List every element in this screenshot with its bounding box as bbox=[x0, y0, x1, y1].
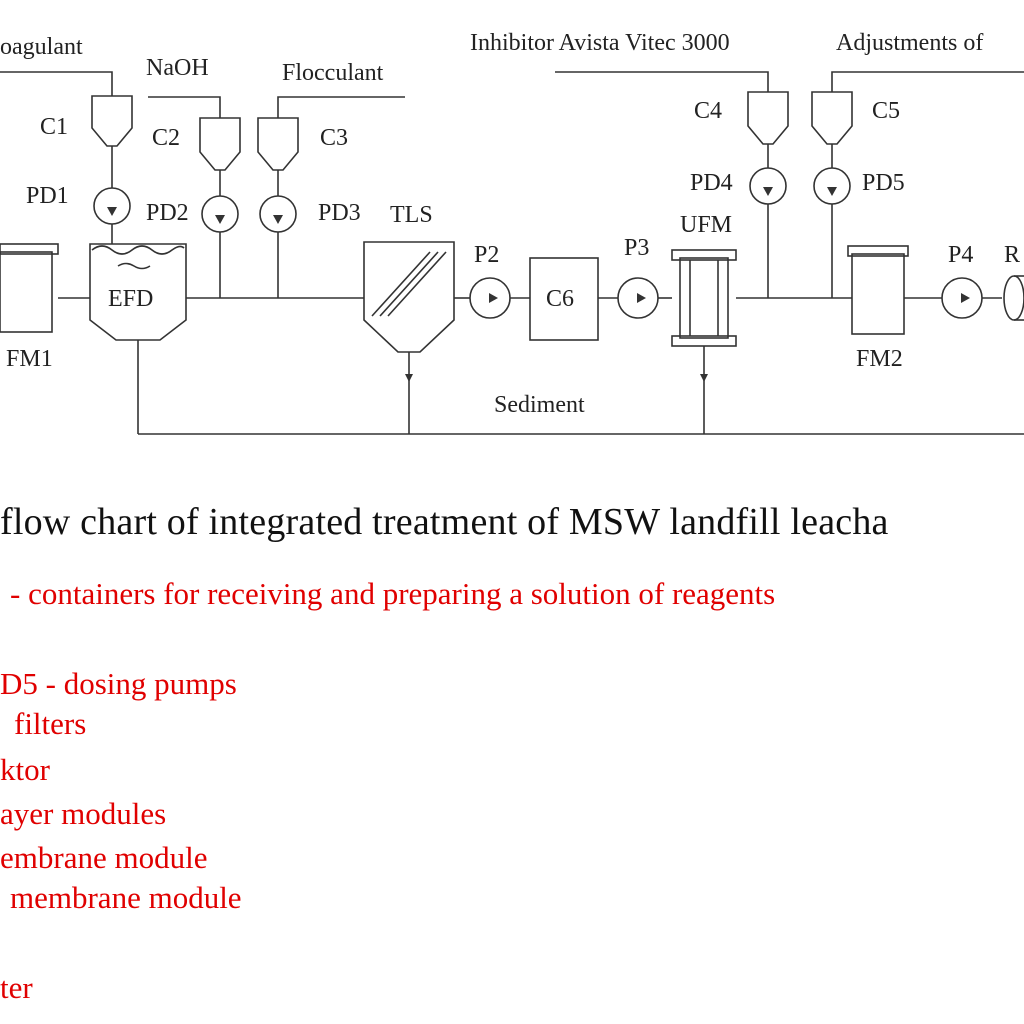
filter-fm2-cap bbox=[847, 245, 909, 257]
adjustments-supply-line bbox=[831, 71, 1024, 92]
label-p3: P3 bbox=[624, 235, 649, 261]
efd-liquid-surface bbox=[91, 245, 185, 255]
tls-plate-3 bbox=[387, 251, 447, 317]
label-fm1: FM1 bbox=[6, 346, 53, 372]
legend-item-reactor: ktor bbox=[0, 752, 50, 787]
legend-item-containers: - containers for receiving and preparing… bbox=[10, 576, 776, 611]
dosing-pump-pd2 bbox=[201, 195, 239, 233]
container-c5 bbox=[811, 91, 853, 145]
settler-tls bbox=[363, 241, 455, 353]
process-flow-diagram: oagulant NaOH Flocculant Inhibitor Avist… bbox=[0, 30, 1024, 435]
tls-plate-2 bbox=[379, 251, 439, 317]
filter-fm1-cap bbox=[0, 243, 59, 255]
filter-fm2 bbox=[851, 253, 905, 335]
dosing-pump-pd4 bbox=[749, 167, 787, 205]
label-coagulant: oagulant bbox=[0, 34, 83, 60]
dosing-pump-pd3 bbox=[259, 195, 297, 233]
label-efd: EFD bbox=[108, 286, 153, 312]
container-c4 bbox=[747, 91, 789, 145]
legend-item-dosing-pumps: D5 - dosing pumps bbox=[0, 666, 237, 701]
container-c1 bbox=[91, 95, 133, 147]
reactor-efd bbox=[89, 243, 187, 341]
legend-item-membrane-module-2: membrane module bbox=[10, 880, 242, 915]
label-c4: C4 bbox=[694, 98, 722, 124]
naoh-supply-line bbox=[148, 96, 221, 118]
container-c3 bbox=[257, 117, 299, 171]
label-pd2: PD2 bbox=[146, 200, 189, 226]
label-inhibitor: Inhibitor Avista Vitec 3000 bbox=[470, 30, 730, 56]
legend-item-water: ter bbox=[0, 970, 33, 1005]
tls-plate-1 bbox=[371, 251, 431, 317]
pd1-arrow-icon bbox=[107, 207, 117, 216]
label-c6: C6 bbox=[546, 286, 574, 312]
label-fm2: FM2 bbox=[856, 346, 903, 372]
p3-arrow-icon bbox=[637, 293, 646, 303]
label-r: R bbox=[1004, 242, 1020, 268]
label-c1: C1 bbox=[40, 114, 68, 140]
p2-arrow-icon bbox=[489, 293, 498, 303]
legend-item-filters: filters bbox=[14, 706, 87, 741]
label-pd3: PD3 bbox=[318, 200, 361, 226]
pd3-arrow-icon bbox=[273, 215, 283, 224]
label-c2: C2 bbox=[152, 125, 180, 151]
label-adjustments: Adjustments of bbox=[836, 30, 983, 56]
container-c6 bbox=[529, 257, 599, 341]
pd5-arrow-icon bbox=[827, 187, 837, 196]
legend-item-membrane-module-1: embrane module bbox=[0, 840, 208, 875]
ultrafiltration-module-ufm bbox=[679, 257, 729, 339]
label-sediment: Sediment bbox=[494, 392, 585, 418]
tls-drain-arrow-icon bbox=[405, 374, 413, 382]
dosing-pump-pd1 bbox=[93, 187, 131, 225]
label-flocculant: Flocculant bbox=[282, 60, 384, 86]
flocculant-supply-line bbox=[277, 96, 405, 118]
ufm-drain-arrow-icon bbox=[700, 374, 708, 382]
module-r bbox=[1003, 275, 1024, 321]
label-p4: P4 bbox=[948, 242, 973, 268]
pd4-arrow-icon bbox=[763, 187, 773, 196]
p4-arrow-icon bbox=[961, 293, 970, 303]
label-c5: C5 bbox=[872, 98, 900, 124]
label-ufm: UFM bbox=[680, 212, 732, 238]
label-pd4: PD4 bbox=[690, 170, 733, 196]
filter-fm1 bbox=[0, 251, 53, 333]
label-pd1: PD1 bbox=[26, 183, 69, 209]
dosing-pump-pd5 bbox=[813, 167, 851, 205]
container-c2 bbox=[199, 117, 241, 171]
pd2-arrow-icon bbox=[215, 215, 225, 224]
inhibitor-supply-line bbox=[555, 71, 769, 92]
label-tls: TLS bbox=[390, 202, 433, 228]
label-p2: P2 bbox=[474, 242, 499, 268]
legend-item-layer-modules: ayer modules bbox=[0, 796, 167, 831]
coagulant-supply-line bbox=[0, 71, 113, 96]
efd-liquid-surface-2 bbox=[117, 262, 151, 270]
figure-caption: flow chart of integrated treatment of MS… bbox=[0, 501, 889, 543]
ufm-top-cap bbox=[671, 249, 737, 261]
label-c3: C3 bbox=[320, 125, 348, 151]
label-pd5: PD5 bbox=[862, 170, 905, 196]
label-naoh: NaOH bbox=[146, 55, 209, 81]
